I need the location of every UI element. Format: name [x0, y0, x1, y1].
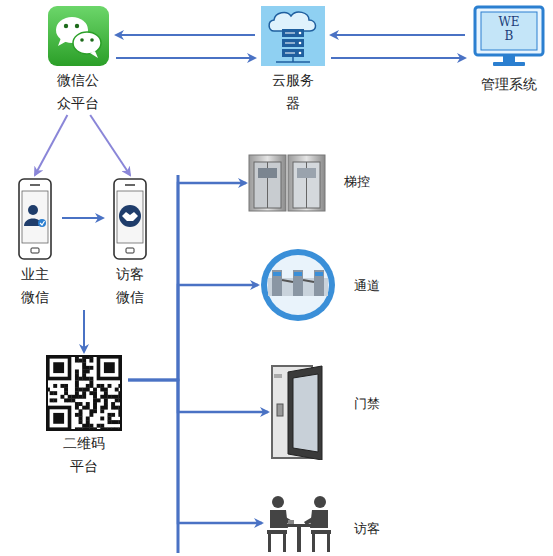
node-label: 业主 微信 [18, 263, 52, 309]
node-label: 门禁 [354, 392, 394, 415]
icon-node: 业主 微信 [8, 175, 62, 310]
node-label: 微信公 众平台 [53, 69, 103, 115]
node-label: 访客 微信 [113, 263, 147, 309]
door-icon [270, 364, 326, 460]
edge-group [35, 35, 465, 523]
node-label: WE B [497, 15, 521, 43]
node-label: 云服务 器 [268, 69, 318, 115]
icon-node: 访客 微信 [103, 175, 157, 310]
arrow-connector [62, 217, 103, 219]
icon-node: 云服务 器 [255, 3, 331, 115]
arrow-connector [128, 380, 268, 412]
node-label: 通道 [354, 274, 394, 297]
phone-icon [18, 178, 52, 260]
icon-node: WE B 管理系统 [465, 3, 553, 103]
cloud-server-icon [260, 5, 326, 67]
icon-node: 梯控 [246, 150, 386, 216]
arrow-connector [90, 115, 130, 175]
visitor-icon [264, 494, 334, 554]
arrow-connector [128, 380, 262, 523]
elevator-icon [248, 154, 326, 212]
wechat-icon [47, 5, 110, 67]
phone-icon [113, 178, 147, 260]
arrow-connector [331, 34, 465, 36]
qr-code-icon [46, 355, 122, 431]
icon-node: 通道 [258, 248, 386, 322]
icon-node: 门禁 [268, 362, 386, 462]
icon-node: 二维码 平台 [40, 352, 128, 474]
icon-node: 访客 [262, 492, 386, 554]
node-label: 二维码 平台 [59, 432, 109, 478]
arrow-connector [128, 285, 258, 380]
turnstile-icon [260, 248, 336, 322]
arrow-connector [35, 115, 67, 175]
node-label: 访客 [354, 517, 394, 540]
bus-line [177, 175, 180, 553]
icon-node: 微信公 众平台 [40, 3, 116, 115]
arrow-connector [83, 310, 85, 352]
node-label: 梯控 [344, 170, 384, 193]
arrow-connector [331, 57, 465, 59]
arrow-connector [116, 34, 255, 36]
arrow-connector [116, 57, 255, 59]
node-label: 管理系统 [465, 73, 553, 96]
